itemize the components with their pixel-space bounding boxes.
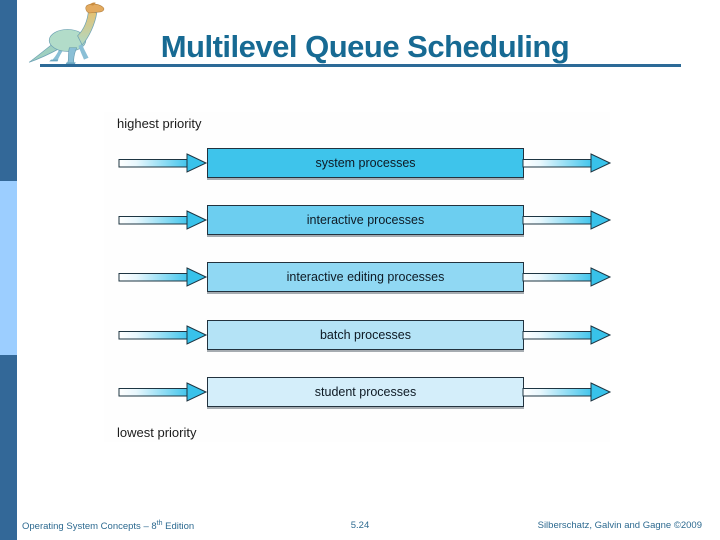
footer-book-title: Operating System Concepts – 8th Edition (22, 520, 194, 532)
queue-row: interactive processes (104, 205, 612, 235)
sidebar-segment-bottom (0, 355, 17, 540)
title-underline (40, 64, 681, 67)
queue-row: system processes (104, 148, 612, 178)
queue-box: interactive processes (207, 205, 524, 235)
queue-row: batch processes (104, 320, 612, 350)
footer-book-title-text: Operating System Concepts – 8 (22, 521, 157, 533)
queue-row: interactive editing processes (104, 262, 612, 292)
queue-inbound-arrow-icon (118, 153, 208, 173)
queue-label: interactive processes (306, 213, 425, 227)
queue-box: student processes (207, 377, 524, 407)
queue-row: student processes (104, 377, 612, 407)
queue-outbound-arrow-icon (522, 267, 612, 287)
lowest-priority-label: lowest priority (117, 425, 197, 440)
dinosaur-logo-icon (28, 2, 105, 65)
queue-label: system processes (315, 156, 416, 170)
queue-inbound-arrow-icon (118, 325, 208, 345)
sidebar-segment-top (0, 0, 17, 181)
highest-priority-label: highest priority (117, 116, 202, 131)
sidebar-decoration (0, 0, 17, 540)
queue-inbound-arrow-icon (118, 210, 208, 230)
queue-box: interactive editing processes (207, 262, 524, 292)
queue-label: student processes (314, 385, 417, 399)
multilevel-queue-diagram: highest priority system processes intera… (104, 112, 612, 442)
queue-label: batch processes (319, 328, 412, 342)
footer: Operating System Concepts – 8th Edition … (0, 520, 720, 540)
queue-outbound-arrow-icon (522, 210, 612, 230)
queue-outbound-arrow-icon (522, 153, 612, 173)
queue-outbound-arrow-icon (522, 382, 612, 402)
page-title: Multilevel Queue Scheduling (160, 29, 570, 64)
queue-box: batch processes (207, 320, 524, 350)
footer-authors: Silberschatz, Galvin and Gagne ©2009 (537, 520, 702, 531)
queue-inbound-arrow-icon (118, 382, 208, 402)
queue-inbound-arrow-icon (118, 267, 208, 287)
sidebar-segment-middle (0, 181, 17, 355)
queue-label: interactive editing processes (286, 270, 445, 284)
slide-number: 5.24 (350, 520, 370, 531)
footer-edition-text: Edition (162, 521, 195, 533)
footer-edition-superscript: th (156, 520, 163, 527)
queue-box: system processes (207, 148, 524, 178)
queue-outbound-arrow-icon (522, 325, 612, 345)
